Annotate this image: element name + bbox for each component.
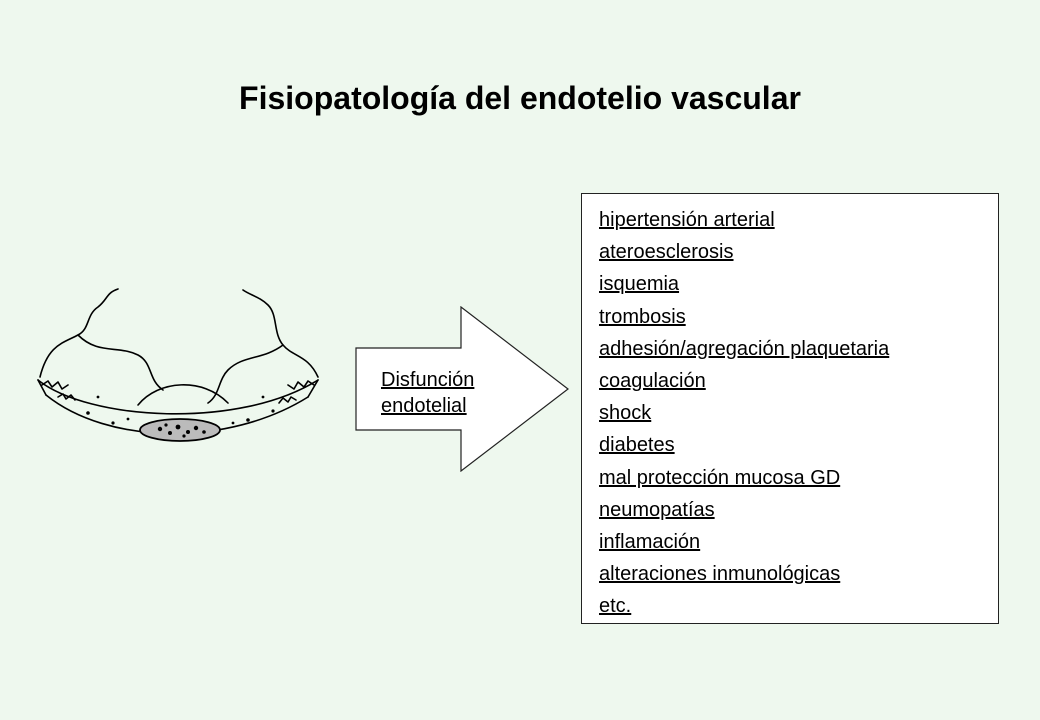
slide-title: Fisiopatología del endotelio vascular <box>239 80 801 116</box>
arrow-label-line-1: Disfunción <box>381 369 475 391</box>
endothelial-cell-illustration <box>37 288 319 442</box>
condition-item: shock <box>599 402 652 425</box>
condition-item: coagulación <box>599 370 706 393</box>
condition-item: isquemia <box>599 273 680 296</box>
condition-item: diabetes <box>599 434 675 457</box>
condition-item: ateroesclerosis <box>599 241 734 264</box>
condition-item: trombosis <box>599 305 686 328</box>
condition-item: etc. <box>599 595 632 618</box>
arrow-label-line-2: endotelial <box>381 395 467 417</box>
conditions-box: hipertensión arterial ateroesclerosis is… <box>581 193 999 624</box>
arrow-label: Disfunción endotelial <box>381 367 474 419</box>
arrow-shape <box>355 306 569 472</box>
condition-item: adhesión/agregación plaquetaria <box>599 337 890 360</box>
condition-item: inflamación <box>599 531 701 554</box>
condition-item: hipertensión arterial <box>599 209 775 231</box>
condition-item: neumopatías <box>599 498 715 521</box>
condition-item: mal protección mucosa GD <box>599 466 841 489</box>
conditions-list: hipertensión arterial ateroesclerosis is… <box>599 204 998 623</box>
condition-item: alteraciones inmunológicas <box>599 563 841 586</box>
